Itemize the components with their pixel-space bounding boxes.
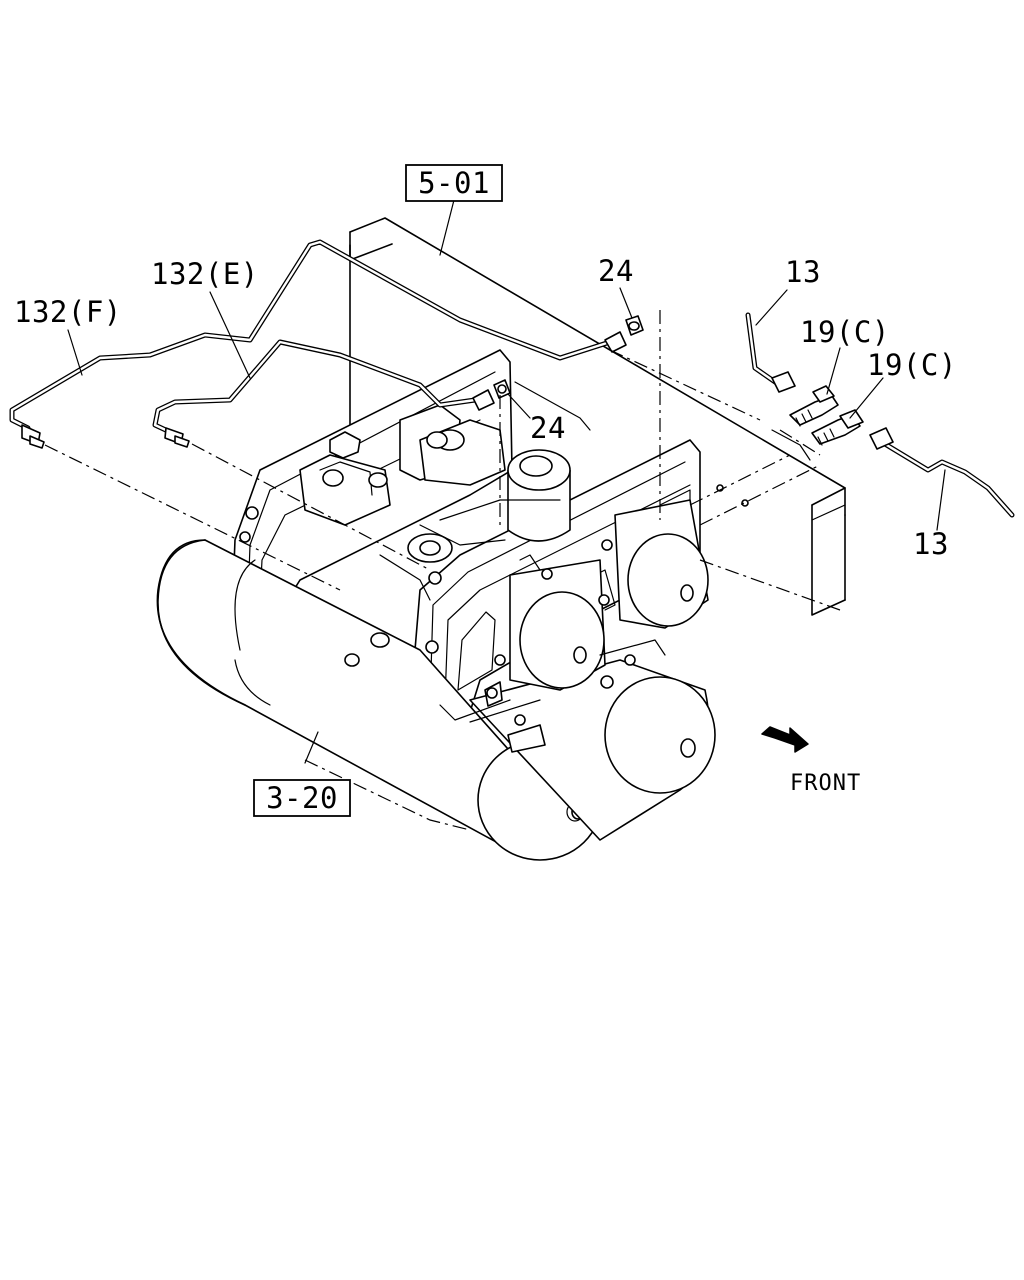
- callout-19C-1: 19(C): [800, 315, 890, 349]
- fittings: [472, 315, 894, 507]
- leader-lines: [67, 199, 946, 764]
- front-arrow-icon: [761, 726, 809, 753]
- callout-13-top: 13: [785, 255, 821, 289]
- callout-19C-2: 19(C): [867, 348, 957, 382]
- ref-label-5-01: 5-01: [418, 166, 490, 200]
- ref-box-5-01: 5-01: [405, 164, 503, 202]
- pipe-13-bottom: [882, 441, 1015, 518]
- ref-label-3-20: 3-20: [266, 781, 338, 815]
- callout-24-top: 24: [598, 254, 634, 288]
- callout-24-mid: 24: [530, 411, 566, 445]
- ref-box-3-20: 3-20: [253, 779, 351, 817]
- valve-assembly: [299, 404, 571, 601]
- front-label: FRONT: [790, 771, 861, 796]
- pipe-132F: [9, 239, 613, 449]
- callout-132F: 132(F): [14, 295, 122, 329]
- front-direction-indicator: FRONT: [761, 726, 861, 796]
- air-tanks: [156, 499, 716, 861]
- callout-13-bottom: 13: [913, 527, 949, 561]
- pipe-132E: [152, 339, 478, 448]
- pipe-13-top: [745, 312, 781, 387]
- callout-132E: 132(E): [151, 257, 259, 291]
- callout-labels: 132(F) 132(E) 24 24 13 19(C) 19(C) 13: [14, 254, 957, 561]
